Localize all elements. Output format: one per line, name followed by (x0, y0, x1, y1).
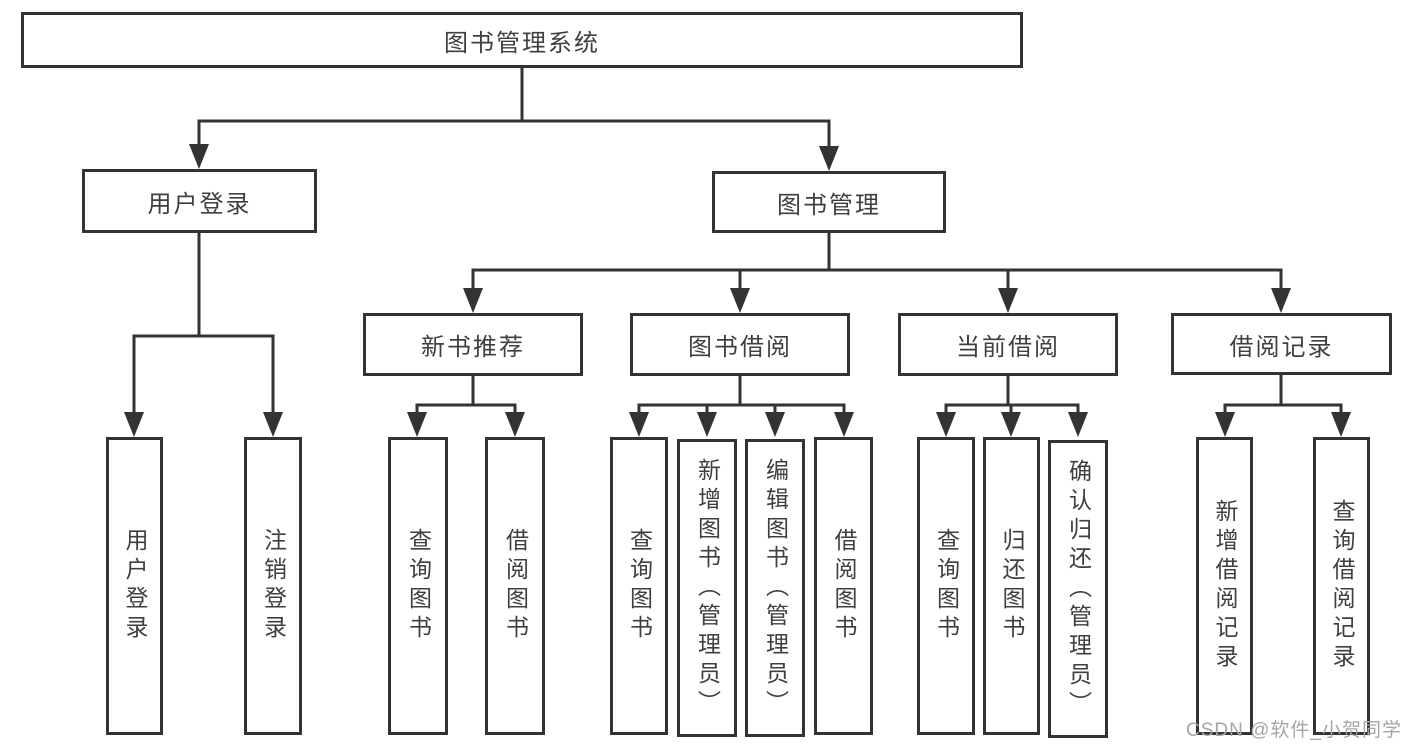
node-borrow-records: 借阅记录 (1171, 313, 1392, 375)
leaf-query-borrow-record-label: 查询借阅记录 (1329, 499, 1355, 673)
node-root-label: 图书管理系统 (444, 29, 600, 57)
leaf-return-books: 归还图书 (983, 437, 1040, 735)
node-book-borrowing: 图书借阅 (630, 313, 850, 376)
leaf-borrow-books-2: 借阅图书 (814, 437, 873, 735)
leaf-add-book-admin: 新增图书（管理员） (677, 439, 737, 737)
leaf-query-borrow-record: 查询借阅记录 (1313, 437, 1370, 735)
leaf-logout-label: 注销登录 (260, 528, 287, 644)
leaf-logout: 注销登录 (244, 437, 302, 735)
node-borrow-records-label: 借阅记录 (1229, 333, 1334, 361)
leaf-edit-book-admin-label: 编辑图书（管理员） (762, 457, 789, 719)
node-user-login-branch-label: 用户登录 (147, 190, 252, 218)
csdn-watermark: CSDN @软件_小贺同学 (1186, 720, 1402, 741)
leaf-query-books-3-label: 查询图书 (933, 528, 960, 644)
leaf-borrow-books-2-label: 借阅图书 (831, 528, 857, 644)
leaf-query-books-1-label: 查询图书 (405, 528, 432, 644)
leaf-query-books-2-label: 查询图书 (626, 528, 653, 644)
leaf-user-login: 用户登录 (106, 437, 163, 735)
leaf-borrow-books-1: 借阅图书 (485, 437, 545, 735)
leaf-query-books-3: 查询图书 (917, 437, 975, 735)
node-book-management-label: 图书管理 (777, 191, 881, 219)
leaf-confirm-return-admin-label: 确认归还（管理员） (1065, 458, 1092, 720)
leaf-query-books-1: 查询图书 (388, 437, 448, 735)
leaf-return-books-label: 归还图书 (999, 528, 1025, 644)
node-new-book-recommend-label: 新书推荐 (421, 334, 525, 361)
node-current-borrowing: 当前借阅 (898, 313, 1118, 376)
arrowheads (124, 144, 1351, 437)
node-current-borrowing-label: 当前借阅 (956, 334, 1060, 361)
leaf-add-borrow-record: 新增借阅记录 (1196, 437, 1253, 735)
leaf-add-book-admin-label: 新增图书（管理员） (694, 457, 721, 719)
node-book-management: 图书管理 (712, 171, 946, 233)
node-book-borrowing-label: 图书借阅 (688, 334, 792, 361)
leaf-add-borrow-record-label: 新增借阅记录 (1212, 499, 1238, 673)
node-user-login-branch: 用户登录 (82, 169, 317, 233)
leaf-edit-book-admin: 编辑图书（管理员） (745, 439, 805, 737)
leaf-borrow-books-1-label: 借阅图书 (502, 528, 529, 644)
node-new-book-recommend: 新书推荐 (363, 313, 583, 376)
leaf-query-books-2: 查询图书 (610, 437, 668, 735)
node-root: 图书管理系统 (21, 12, 1023, 68)
leaf-confirm-return-admin: 确认归还（管理员） (1048, 440, 1108, 738)
leaf-user-login-label: 用户登录 (122, 528, 148, 644)
